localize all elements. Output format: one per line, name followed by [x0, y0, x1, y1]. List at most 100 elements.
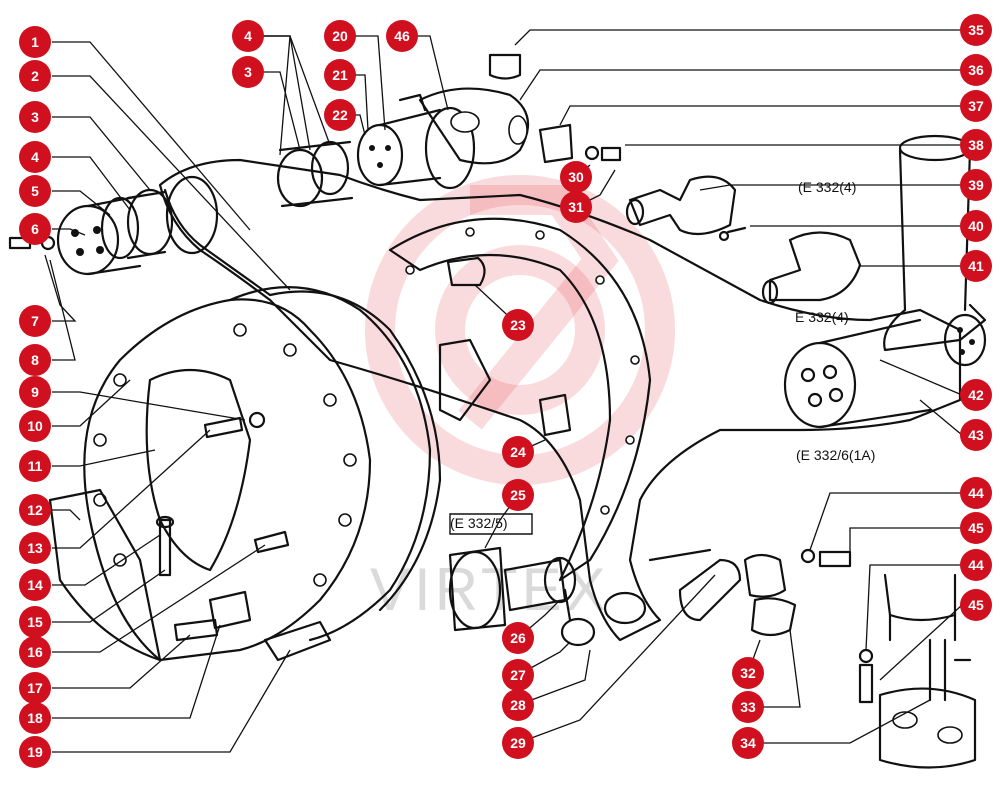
callout-number: 28: [510, 697, 526, 713]
callout-number: 29: [510, 735, 526, 751]
callout-44: 44: [960, 477, 992, 509]
callout-badge: [960, 477, 992, 509]
callout-number: 26: [510, 630, 526, 646]
callout-badge: [960, 549, 992, 581]
callout-39: 39: [960, 169, 992, 201]
callout-badge: [732, 657, 764, 689]
callout-41: 41: [960, 250, 992, 282]
callout-badge: [960, 210, 992, 242]
callout-badge: [19, 175, 51, 207]
callout-badge: [502, 689, 534, 721]
callout-number: 43: [968, 427, 984, 443]
callout-number: 44: [968, 557, 984, 573]
callout-22: 22: [324, 99, 356, 131]
callout-number: 22: [332, 107, 348, 123]
callout-badge: [502, 659, 534, 691]
callout-badge: [960, 379, 992, 411]
callout-badge: [502, 479, 534, 511]
callout-number: 46: [394, 28, 410, 44]
callout-36: 36: [960, 54, 992, 86]
callout-2: 2: [19, 60, 51, 92]
callout-44: 44: [960, 549, 992, 581]
callout-number: 31: [568, 199, 584, 215]
callout-badge: [960, 512, 992, 544]
callout-21: 21: [324, 59, 356, 91]
callout-badge: [19, 702, 51, 734]
callout-badge: [960, 589, 992, 621]
callout-10: 10: [19, 410, 51, 442]
callout-badge: [232, 56, 264, 88]
callout-number: 21: [332, 67, 348, 83]
callout-badge: [324, 59, 356, 91]
callout-badge: [19, 60, 51, 92]
callout-badge: [324, 99, 356, 131]
lower-shaft-parts: [448, 546, 742, 647]
callout-14: 14: [19, 569, 51, 601]
callout-number: 4: [31, 149, 39, 165]
callout-number: 24: [510, 444, 526, 460]
callout-27: 27: [502, 659, 534, 691]
callout-7: 7: [19, 305, 51, 337]
callout-number: 9: [31, 384, 39, 400]
callout-number: 38: [968, 137, 984, 153]
callout-40: 40: [960, 210, 992, 242]
callout-16: 16: [19, 636, 51, 668]
callout-badge: [502, 436, 534, 468]
callout-6: 6: [19, 213, 51, 245]
callout-number: 3: [244, 64, 252, 80]
callout-badge: [732, 691, 764, 723]
ref-label-e332-4: E 332(4): [795, 309, 849, 325]
callout-badge: [19, 410, 51, 442]
callout-number: 34: [740, 735, 756, 751]
callout-badge: [960, 169, 992, 201]
callout-number: 10: [27, 418, 43, 434]
callout-13: 13: [19, 532, 51, 564]
callout-badge: [19, 569, 51, 601]
callout-18: 18: [19, 702, 51, 734]
callout-number: 42: [968, 387, 984, 403]
callout-number: 6: [31, 221, 39, 237]
callout-number: 2: [31, 68, 39, 84]
callout-3: 3: [19, 101, 51, 133]
callout-number: 33: [740, 699, 756, 715]
callout-number: 37: [968, 98, 984, 114]
callout-number: 45: [968, 520, 984, 536]
callout-24: 24: [502, 436, 534, 468]
callout-46: 46: [386, 20, 418, 52]
callout-badge: [324, 20, 356, 52]
callout-number: 5: [31, 183, 39, 199]
callout-4: 4: [19, 141, 51, 173]
callout-33: 33: [732, 691, 764, 723]
callout-number: 12: [27, 502, 43, 518]
callout-38: 38: [960, 129, 992, 161]
callout-8: 8: [19, 344, 51, 376]
callout-5: 5: [19, 175, 51, 207]
clamp-parts: [743, 548, 972, 704]
callout-number: 13: [27, 540, 43, 556]
callout-number: 25: [510, 487, 526, 503]
callout-badge: [19, 141, 51, 173]
callout-number: 11: [28, 458, 43, 474]
callout-12: 12: [19, 494, 51, 526]
callout-number: 35: [968, 22, 984, 38]
callout-number: 4: [244, 28, 252, 44]
callout-45: 45: [960, 589, 992, 621]
callout-badge: [19, 344, 51, 376]
brake-drum-assembly: [48, 286, 442, 662]
callout-badge: [19, 494, 51, 526]
callout-3: 3: [232, 56, 264, 88]
callout-28: 28: [502, 689, 534, 721]
callout-badge: [19, 213, 51, 245]
callout-number: 27: [510, 667, 526, 683]
callout-29: 29: [502, 727, 534, 759]
callout-badge: [19, 305, 51, 337]
callout-number: 8: [31, 352, 39, 368]
callout-number: 44: [968, 485, 984, 501]
callout-badge: [960, 250, 992, 282]
ref-label-e332-5: (E 332/5): [450, 515, 508, 531]
callout-number: 7: [31, 313, 39, 329]
callout-number: 23: [510, 317, 526, 333]
callout-badge: [19, 532, 51, 564]
callout-badge: [19, 26, 51, 58]
ref-label-e332-6: (E 332/6(1A): [796, 447, 875, 463]
